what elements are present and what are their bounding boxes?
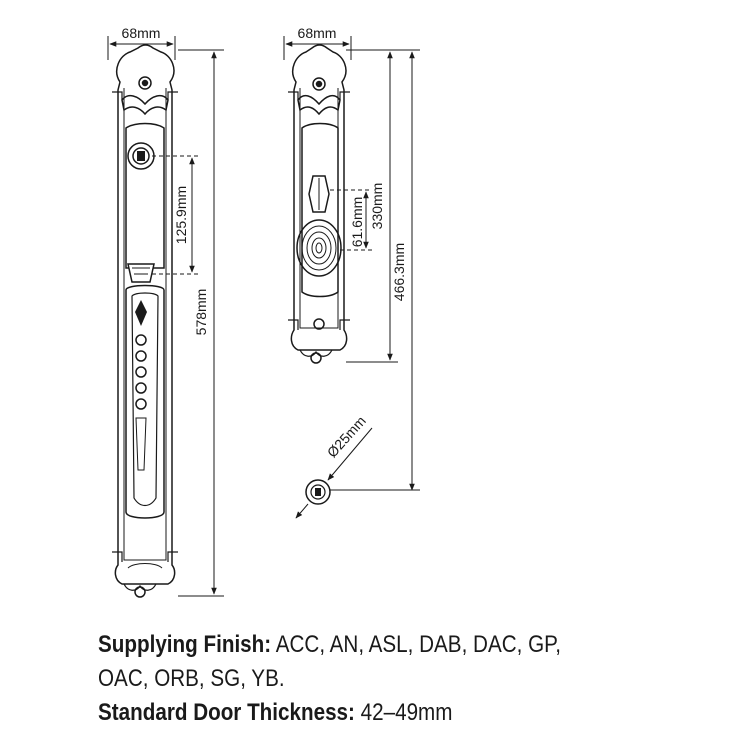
thickness-label: Standard Door Thickness: [98, 699, 355, 726]
finish-line-1: Supplying Finish: ACC, AN, ASL, DAB, DAC… [98, 628, 631, 662]
handleset-back-view [288, 44, 350, 364]
left-height-label: 578mm [193, 289, 209, 336]
finish-line-2: OAC, ORB, SG, YB. [98, 662, 631, 696]
right-dimensions [283, 36, 420, 491]
right-width-label: 68mm [298, 25, 337, 41]
spec-text: Supplying Finish: ACC, AN, ASL, DAB, DAC… [98, 628, 631, 730]
handleset-front-view [112, 44, 178, 598]
cylinder-hole-view [295, 427, 373, 519]
finish-value-2: OAC, ORB, SG, YB. [98, 665, 285, 692]
finish-label: Supplying Finish: [98, 631, 272, 658]
left-dimensions [107, 36, 224, 597]
thickness-value: 42–49mm [360, 699, 453, 726]
right-spacing-label: 61.6mm [349, 197, 365, 248]
hole-diameter-label: Ø25mm [324, 413, 369, 461]
finish-value-1: ACC, AN, ASL, DAB, DAC, GP, [275, 631, 561, 658]
right-inner-height-label: 330mm [369, 183, 385, 230]
technical-drawing: 68mm 578mm 125.9mm [107, 25, 420, 598]
right-outer-height-label: 466.3mm [391, 243, 407, 301]
left-spacing-label: 125.9mm [173, 186, 189, 244]
thickness-line: Standard Door Thickness: 42–49mm [98, 696, 631, 730]
left-width-label: 68mm [122, 25, 161, 41]
